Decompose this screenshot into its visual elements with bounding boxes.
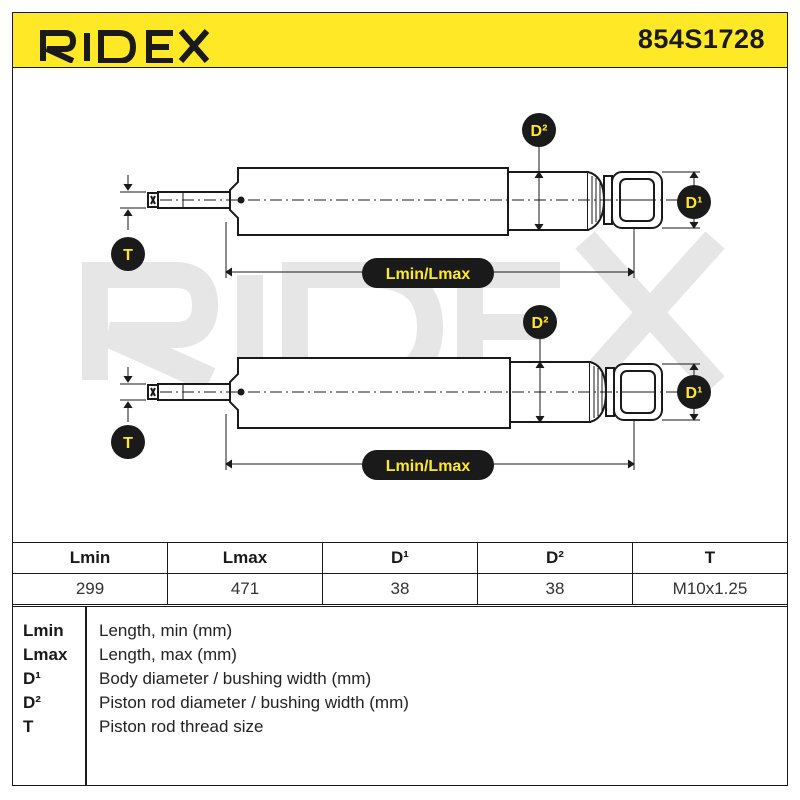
spec-value-d1: 38	[322, 573, 478, 605]
shock-lower	[120, 338, 700, 470]
d2-label-lower: D²	[532, 315, 549, 332]
spec-header-lmax: Lmax	[167, 542, 323, 574]
spec-value-row: 299 471 38 38 M10x1.25	[12, 573, 788, 605]
legend-desc: Piston rod diameter / bushing width (mm)	[99, 693, 409, 712]
legend-code: Lmin	[23, 621, 64, 640]
t-badge-upper	[111, 237, 145, 271]
spec-table: Lmin Lmax D¹ D² T 299 471 38 38 M10x1.25	[12, 542, 788, 605]
legend-row: D² Piston rod diameter / bushing width (…	[13, 693, 787, 717]
t-badge-lower	[111, 425, 145, 459]
legend-row: Lmax Length, max (mm)	[13, 645, 787, 669]
spec-header-lmin: Lmin	[12, 542, 168, 574]
legend-desc: Body diameter / bushing width (mm)	[99, 669, 372, 688]
length-badge-lower	[362, 450, 494, 480]
spec-header-row: Lmin Lmax D¹ D² T	[12, 542, 788, 574]
spec-value-lmin: 299	[12, 573, 168, 605]
legend-row: Lmin Length, min (mm)	[13, 621, 787, 645]
legend: Lmin Length, min (mm) Lmax Length, max (…	[12, 606, 788, 786]
d1-label-lower: D¹	[686, 385, 703, 402]
d2-badge-lower	[523, 305, 557, 339]
t-label-upper: T	[123, 247, 133, 264]
spec-value-d2: 38	[477, 573, 633, 605]
spec-header-d1: D¹	[322, 542, 478, 574]
spec-value-lmax: 471	[167, 573, 323, 605]
d1-label-upper: D¹	[686, 195, 703, 212]
legend-divider	[85, 607, 87, 785]
length-label-upper: Lmin/Lmax	[386, 266, 471, 283]
shock-absorber-drawing: T D² D¹ Lmin/Lmax	[82, 113, 725, 480]
d1-badge-lower	[677, 375, 711, 409]
legend-row: T Piston rod thread size	[13, 717, 787, 741]
legend-code: T	[23, 717, 34, 736]
length-label-lower: Lmin/Lmax	[386, 458, 471, 475]
d1-badge-upper	[677, 185, 711, 219]
header-bar: 854S1728	[12, 12, 788, 68]
d2-badge-upper	[522, 113, 556, 147]
legend-desc: Piston rod thread size	[99, 717, 264, 736]
d2-label-upper: D²	[531, 123, 548, 140]
spec-header-d2: D²	[477, 542, 633, 574]
ridex-logo	[40, 29, 210, 63]
spec-value-t: M10x1.25	[632, 573, 788, 605]
legend-row: D¹ Body diameter / bushing width (mm)	[13, 669, 787, 693]
t-label-lower: T	[123, 435, 133, 452]
legend-code: Lmax	[23, 645, 68, 664]
spec-header-t: T	[632, 542, 788, 574]
legend-code: D²	[23, 693, 41, 712]
legend-code: D¹	[23, 669, 41, 688]
length-badge-upper	[362, 258, 494, 288]
part-number: 854S1728	[637, 24, 765, 54]
legend-desc: Length, max (mm)	[99, 645, 237, 664]
legend-desc: Length, min (mm)	[99, 621, 233, 640]
shock-upper	[120, 145, 700, 278]
